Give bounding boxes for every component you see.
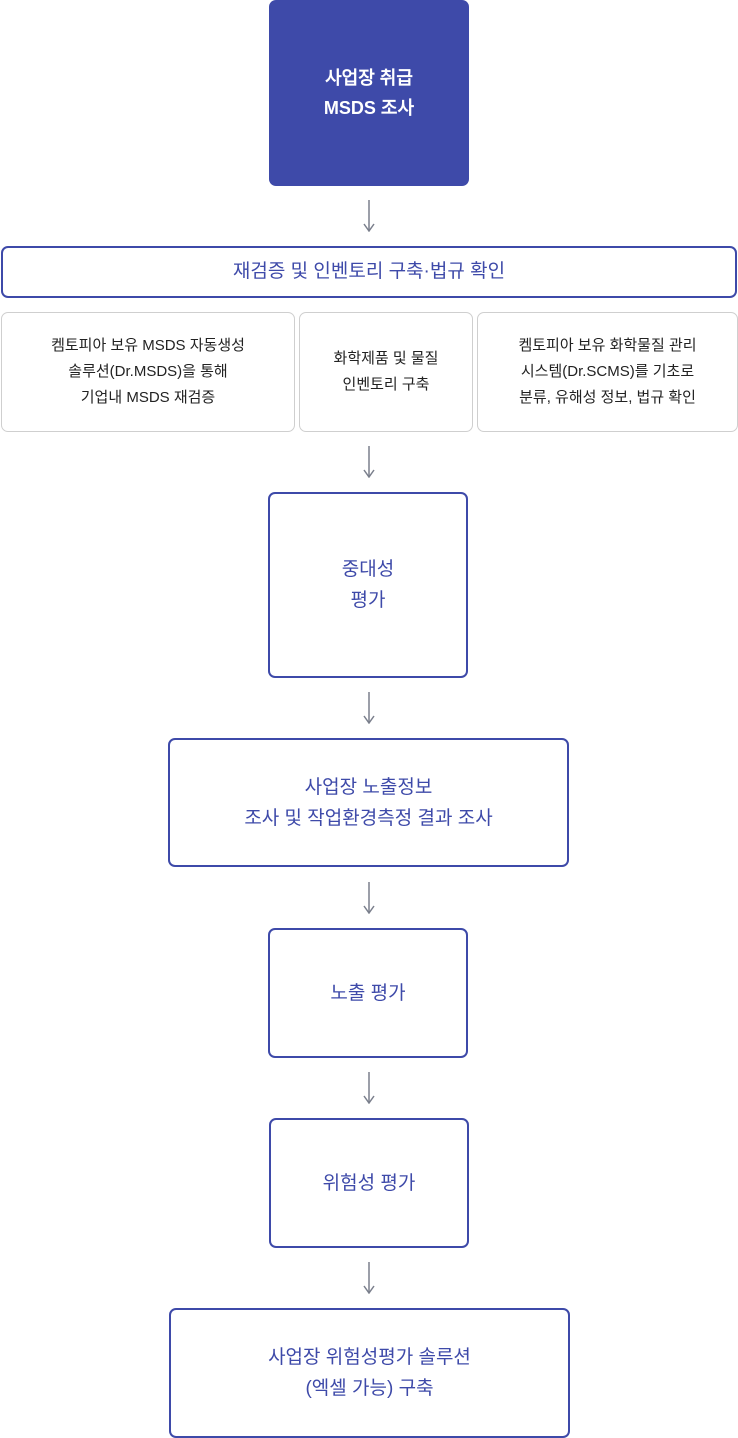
detail-msds-reverification: 켐토피아 보유 MSDS 자동생성 솔루션(Dr.MSDS)을 통해 기업내 M… [1,312,295,432]
step-line: 위험성 평가 [322,1172,416,1194]
arrow-down-icon [363,1072,375,1104]
step-line: (엑셀 가능) 구축 [305,1378,434,1399]
step-line: 사업장 노출정보 [304,776,433,798]
step-line: 평가 [350,590,386,611]
step-msds-survey: 사업장 취급 MSDS 조사 [269,0,469,186]
detail-line: 솔루션(Dr.MSDS)을 통해 [68,363,228,380]
detail-line: 켐토피아 보유 MSDS 자동생성 [51,337,245,354]
step-msds-survey-line-1: 사업장 취급 [325,68,413,88]
arrow-down-icon [363,200,375,232]
detail-line: 켐토피아 보유 화학물질 관리 [518,337,697,354]
step-materiality-assessment: 중대성 평가 [268,492,468,678]
detail-line: 인벤토리 구축 [342,376,430,393]
detail-inventory-build: 화학제품 및 물질 인벤토리 구축 [299,312,473,432]
detail-line: 시스템(Dr.SCMS)를 기초로 [520,363,695,380]
arrow-down-icon [363,882,375,914]
arrow-down-icon [363,692,375,724]
arrow-down-icon [363,1262,375,1294]
detail-line: 화학제품 및 물질 [333,350,439,367]
step-msds-survey-line-2: MSDS 조사 [323,98,415,118]
step-exposure-assessment: 노출 평가 [268,928,468,1058]
step-risk-solution-build: 사업장 위험성평가 솔루션 (엑셀 가능) 구축 [169,1308,570,1438]
detail-line: 기업내 MSDS 재검증 [80,389,216,406]
step-exposure-info-survey: 사업장 노출정보 조사 및 작업환경측정 결과 조사 [168,738,569,867]
step-line: 노출 평가 [330,982,406,1004]
step-line: 중대성 [341,559,395,580]
detail-classification-regulation: 켐토피아 보유 화학물질 관리 시스템(Dr.SCMS)를 기초로 분류, 유해… [477,312,738,432]
step-line: 조사 및 작업환경측정 결과 조사 [244,807,493,829]
step-verify-inventory-banner: 재검증 및 인벤토리 구축·법규 확인 [1,246,737,298]
arrow-down-icon [363,446,375,478]
verify-banner-label: 재검증 및 인벤토리 구축·법규 확인 [232,261,506,282]
detail-line: 분류, 유해성 정보, 법규 확인 [519,389,696,406]
step-line: 사업장 위험성평가 솔루션 [268,1347,471,1368]
step-risk-assessment: 위험성 평가 [269,1118,469,1248]
